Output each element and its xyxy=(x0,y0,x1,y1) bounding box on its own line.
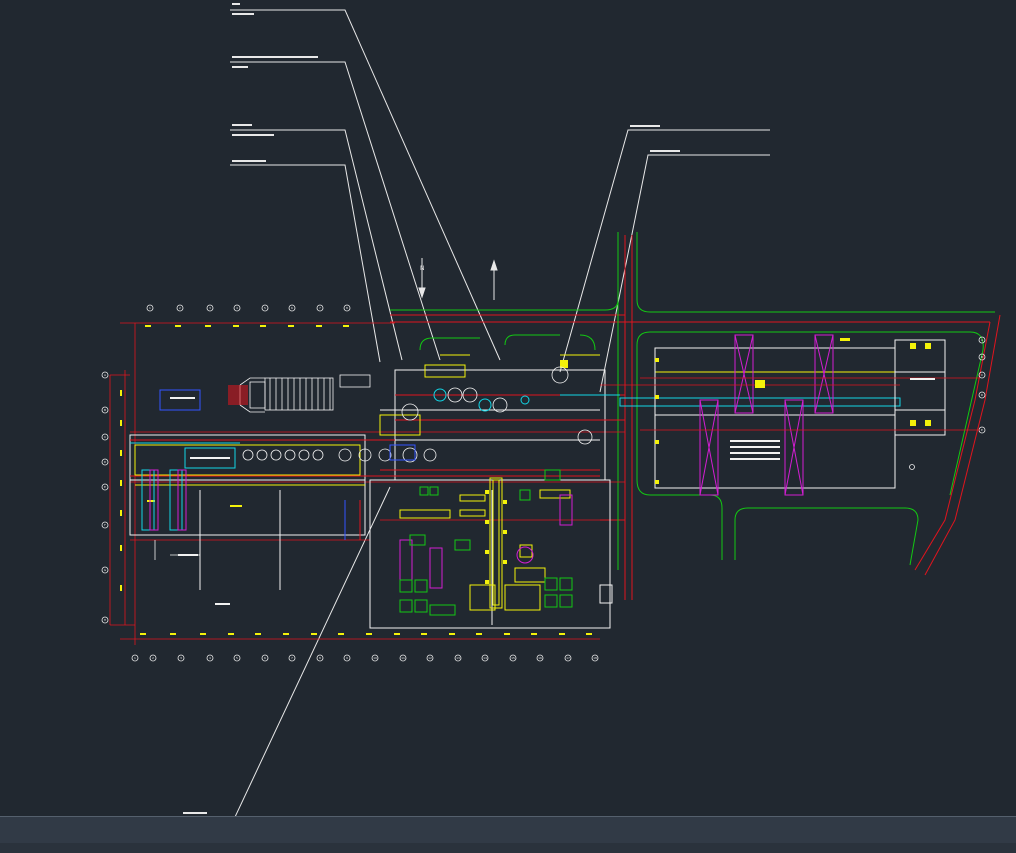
grid-label-bottom-12: 12 xyxy=(428,656,432,660)
grid-bubbles-bottom xyxy=(131,654,599,662)
equipment-cyan xyxy=(130,388,901,531)
grid-label-bottom-11: 11 xyxy=(401,656,405,660)
area-text-marks xyxy=(170,397,230,605)
dimension-ticks xyxy=(120,325,592,635)
warehouse-yellow xyxy=(655,338,931,484)
equipment-green xyxy=(399,469,573,616)
grid-bubbles-top xyxy=(146,304,351,312)
grid-label-top-8: 8 xyxy=(346,306,348,310)
tank-row xyxy=(242,366,593,463)
grid-label-left-1: A xyxy=(104,373,107,377)
warehouse-text xyxy=(730,378,935,460)
site-boundary xyxy=(390,235,1001,600)
grid-label-bottom-8: 8 xyxy=(319,656,321,660)
warehouse-red xyxy=(600,377,980,431)
grid-bubble-labels: 1 2 3 4 5 6 7 8 1 2 3 4 5 6 7 8 9 10 11 … xyxy=(104,306,984,660)
grid-label-left-3: C xyxy=(104,435,106,439)
warehouse-racks xyxy=(699,334,834,496)
rotary-kiln xyxy=(239,374,371,413)
grid-label-bottom-15: 15 xyxy=(511,656,515,660)
building-walls xyxy=(129,369,613,629)
grid-label-right-5: E xyxy=(981,428,983,432)
grid-label-bottom-4: 4 xyxy=(209,656,211,660)
grid-label-bottom-9: 9 xyxy=(346,656,348,660)
equipment-blue xyxy=(159,389,416,540)
north-arrow-icon xyxy=(418,258,498,300)
grid-label-top-3: 3 xyxy=(209,306,211,310)
grid-label-left-7: G xyxy=(104,568,107,572)
equipment-magenta xyxy=(149,469,573,589)
grid-label-right-2: B xyxy=(981,355,983,359)
grid-label-top-5: 5 xyxy=(264,306,266,310)
grid-label-left-6: F xyxy=(104,523,106,527)
warehouse-marker-icon xyxy=(909,464,915,470)
grid-label-bottom-16: 16 xyxy=(538,656,542,660)
grid-label-left-2: B xyxy=(104,408,106,412)
grid-label-bottom-3: 3 xyxy=(180,656,182,660)
grid-label-top-4: 4 xyxy=(236,306,238,310)
grid-bubbles-left xyxy=(101,371,109,624)
callout-leaders xyxy=(230,9,770,816)
equipment-yellow-fill xyxy=(147,360,568,584)
grid-label-bottom-5: 5 xyxy=(236,656,238,660)
model-space-canvas[interactable]: N xyxy=(0,0,1016,816)
callout-text-marks xyxy=(183,3,680,814)
grid-label-top-1: 1 xyxy=(149,306,151,310)
grid-label-bottom-14: 14 xyxy=(483,656,487,660)
structural-grid xyxy=(109,322,625,645)
grid-label-bottom-2: 2 xyxy=(152,656,154,660)
grid-label-right-4: D xyxy=(981,393,984,397)
grid-label-bottom-17: 17 xyxy=(566,656,570,660)
equipment-yellow xyxy=(134,354,900,611)
grid-label-bottom-13: 13 xyxy=(456,656,460,660)
status-bar xyxy=(0,816,1016,853)
kiln-fill xyxy=(228,385,248,405)
grid-label-bottom-10: 10 xyxy=(373,656,377,660)
grid-label-left-8: H xyxy=(104,618,106,622)
corridor-lines xyxy=(154,540,200,560)
grid-label-bottom-18: 18 xyxy=(593,656,597,660)
site-roads xyxy=(390,232,995,570)
piping-red xyxy=(130,394,625,540)
grid-bubbles-right xyxy=(978,336,986,434)
grid-label-bottom-1: 1 xyxy=(134,656,136,660)
grid-label-right-3: C xyxy=(981,373,983,377)
grid-label-right-1: A xyxy=(981,338,984,342)
grid-label-top-7: 7 xyxy=(319,306,321,310)
grid-label-bottom-7: 7 xyxy=(291,656,293,660)
grid-label-bottom-6: 6 xyxy=(264,656,266,660)
north-label: N xyxy=(420,265,425,272)
grid-label-left-5: E xyxy=(104,485,106,489)
cad-drawing: N xyxy=(101,3,1001,816)
grid-label-left-4: D xyxy=(104,460,107,464)
grid-label-top-2: 2 xyxy=(179,306,181,310)
grid-label-top-6: 6 xyxy=(291,306,293,310)
status-strip xyxy=(0,843,1016,853)
warehouse xyxy=(654,339,946,489)
